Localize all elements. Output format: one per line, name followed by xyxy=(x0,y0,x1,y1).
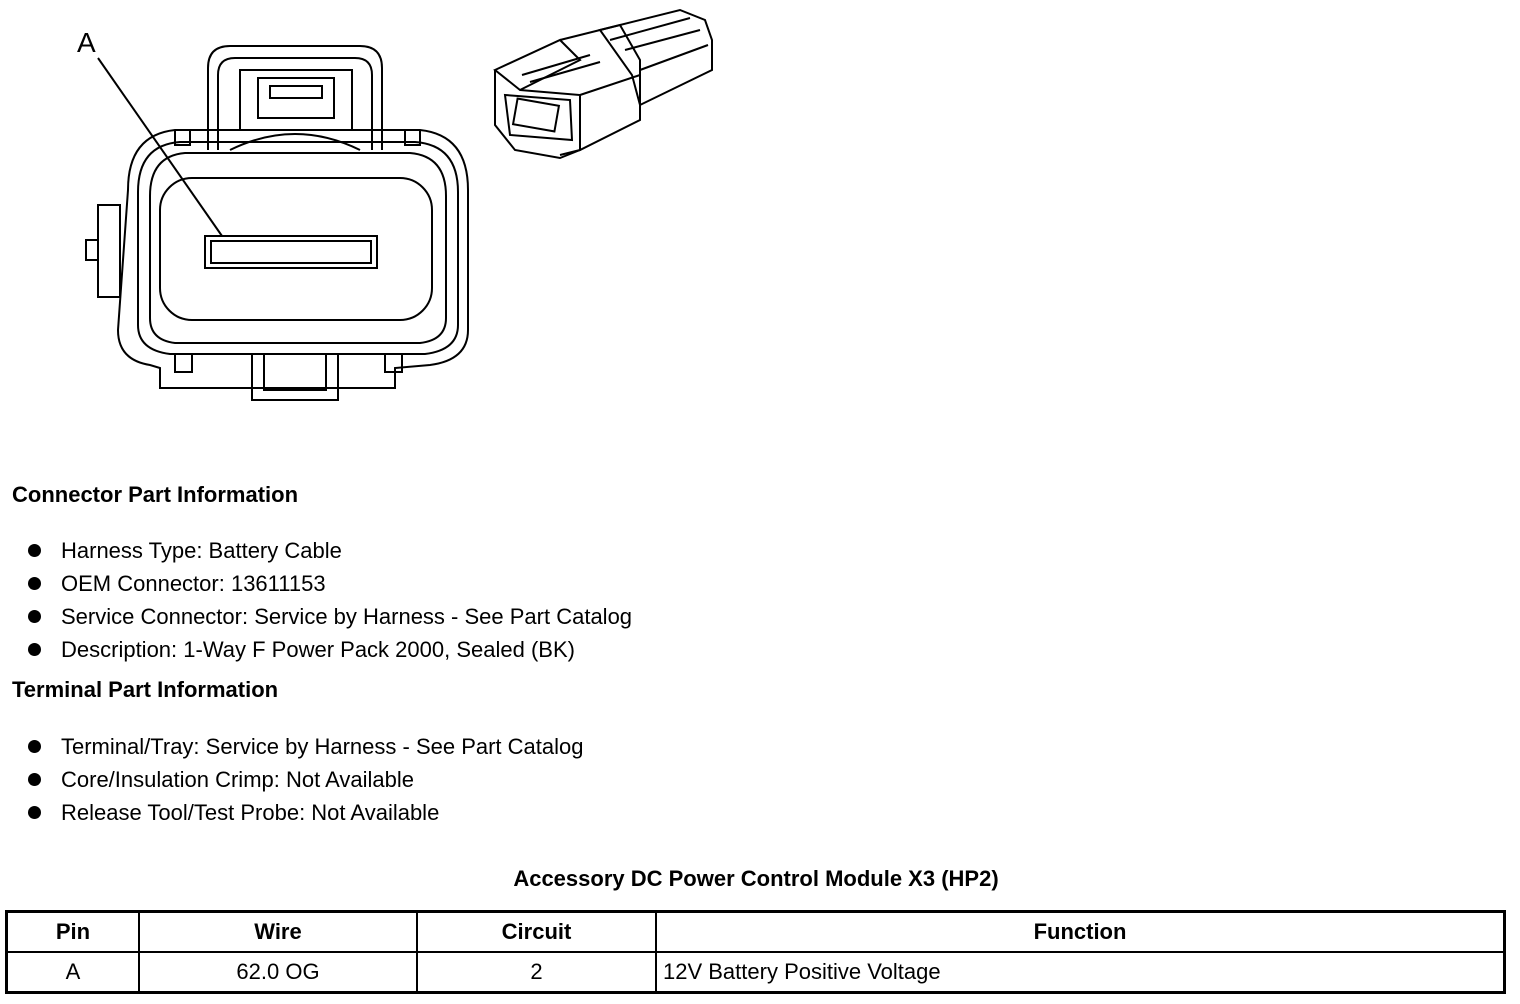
list-item: Release Tool/Test Probe: Not Available xyxy=(28,796,584,829)
connector-part-list: Harness Type: Battery Cable OEM Connecto… xyxy=(28,534,632,666)
terminal-part-list: Terminal/Tray: Service by Harness - See … xyxy=(28,730,584,829)
header-function: Function xyxy=(655,910,1506,953)
connector-face-diagram: A xyxy=(77,27,469,401)
bullet-icon xyxy=(28,773,41,786)
table-title: Accessory DC Power Control Module X3 (HP… xyxy=(513,866,999,891)
bullet-icon xyxy=(28,544,41,557)
connector-part-heading: Connector Part Information xyxy=(12,482,299,507)
list-item: Core/Insulation Crimp: Not Available xyxy=(28,763,584,796)
list-item: Terminal/Tray: Service by Harness - See … xyxy=(28,730,584,763)
pin-label-a: A xyxy=(77,27,96,58)
list-item: OEM Connector: 13611153 xyxy=(28,567,632,600)
cell-wire: 62.0 OG xyxy=(138,951,418,994)
cell-circuit: 2 xyxy=(416,951,657,994)
list-item: Service Connector: Service by Harness - … xyxy=(28,600,632,633)
bullet-icon xyxy=(28,806,41,819)
bullet-icon xyxy=(28,577,41,590)
list-item: Harness Type: Battery Cable xyxy=(28,534,632,567)
table-header-row: Pin Wire Circuit Function xyxy=(5,910,1506,953)
cell-pin: A xyxy=(5,951,140,994)
terminal-part-heading: Terminal Part Information xyxy=(12,677,279,702)
bullet-icon xyxy=(28,740,41,753)
header-pin: Pin xyxy=(5,910,140,953)
table-row: A 62.0 OG 2 12V Battery Positive Voltage xyxy=(5,951,1506,994)
list-item: Description: 1-Way F Power Pack 2000, Se… xyxy=(28,633,632,666)
bullet-icon xyxy=(28,610,41,623)
connector-isometric-diagram xyxy=(493,8,713,160)
header-wire: Wire xyxy=(138,910,418,953)
header-circuit: Circuit xyxy=(416,910,657,953)
cell-function: 12V Battery Positive Voltage xyxy=(655,951,1506,994)
pinout-table: Pin Wire Circuit Function A 62.0 OG 2 12… xyxy=(5,910,1506,994)
bullet-icon xyxy=(28,643,41,656)
